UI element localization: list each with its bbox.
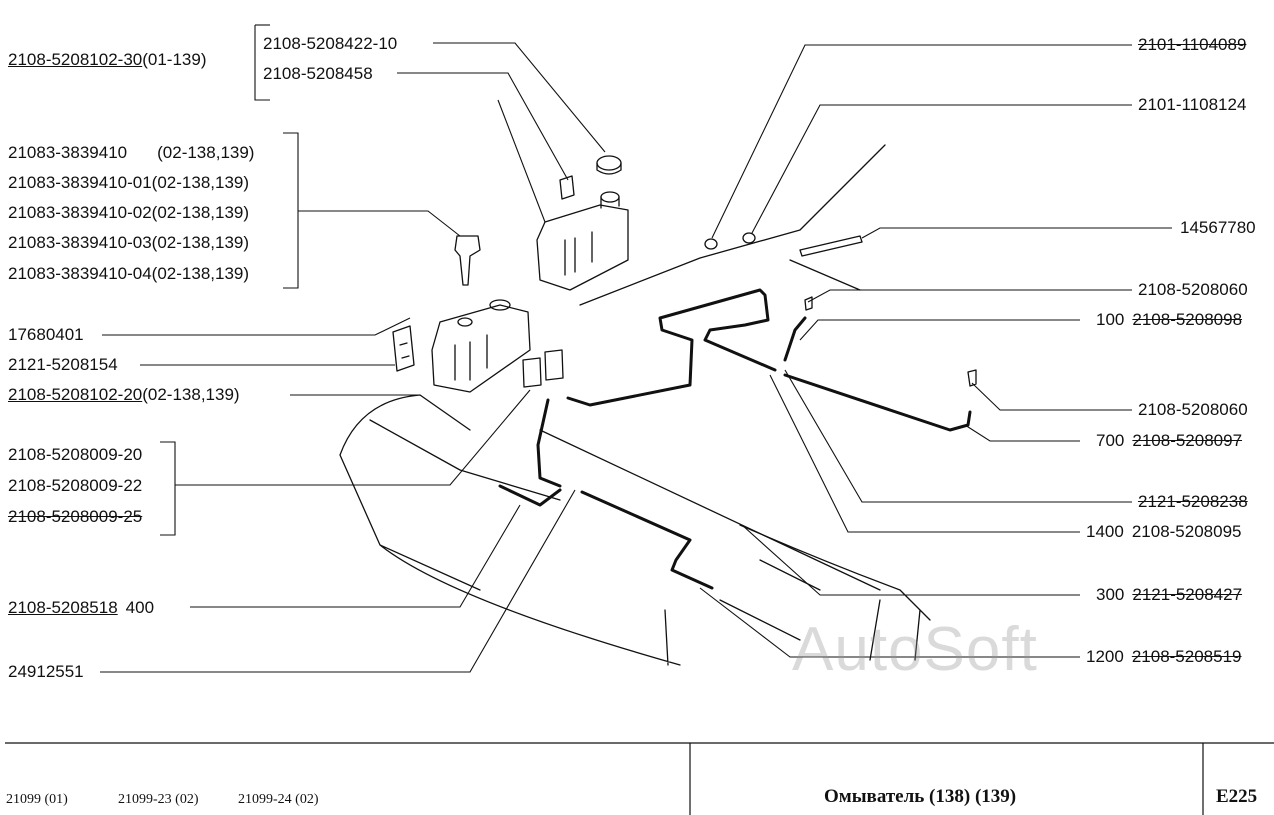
hood-line xyxy=(579,144,886,306)
hose-small xyxy=(498,484,562,507)
label-reservoir-20-num: 2108-5208102-20 xyxy=(8,385,143,404)
level-sensor xyxy=(454,235,481,286)
footer-page-code: E225 xyxy=(1216,786,1258,807)
hose-front xyxy=(536,398,714,590)
label-hose-098-qty: 100 xyxy=(1096,310,1125,329)
footer-model-2: 21099-23 (02) xyxy=(118,792,199,807)
label-2121-5208154: 2121-5208154 xyxy=(8,355,118,374)
label-hose-095-num: 2108-5208095 xyxy=(1131,522,1242,541)
label-2101-1108124: 2101-1108124 xyxy=(1138,95,1247,114)
watermark: AutoSoft xyxy=(792,615,1038,684)
hood-edge xyxy=(789,259,861,291)
car-body-outline xyxy=(339,394,931,666)
reservoir-lower xyxy=(431,304,531,393)
label-sensor-2: 21083-3839410-01(02-138,139) xyxy=(8,173,250,192)
label-17680401: 17680401 xyxy=(8,325,84,344)
footer-model-3: 21099-24 (02) xyxy=(238,792,319,807)
hose-side xyxy=(783,373,972,432)
footer-model-1: 21099 (01) xyxy=(6,792,68,807)
label-sensor-1-suffix: (02-138,139) xyxy=(157,143,255,162)
filler-cap xyxy=(596,155,622,171)
label-hose-097: 700 2108-5208097 xyxy=(1096,431,1242,451)
label-hose-098-num: 2108-5208098 xyxy=(1132,310,1243,329)
wiper-arm-part xyxy=(799,235,863,257)
label-sensor-1: 21083-3839410 (02-138,139) xyxy=(8,143,254,163)
label-hose-095-qty: 1400 xyxy=(1086,522,1124,541)
pump-2 xyxy=(544,349,564,381)
nozzle-2 xyxy=(742,232,756,244)
label-hose-519-num: 2108-5208519 xyxy=(1131,647,1242,666)
label-24912551: 24912551 xyxy=(8,662,84,681)
nozzle-1 xyxy=(704,238,718,250)
label-hose-427-num: 2121-5208427 xyxy=(1132,585,1243,604)
label-reservoir-20-suffix: (02-138,139) xyxy=(142,385,240,404)
label-hose-098: 100 2108-5208098 xyxy=(1096,310,1242,330)
label-2108-5208060-a: 2108-5208060 xyxy=(1138,280,1248,299)
label-hose-427: 300 2121-5208427 xyxy=(1096,585,1242,605)
label-14567780: 14567780 xyxy=(1180,218,1256,237)
hose-rear xyxy=(566,288,777,407)
label-reservoir-30-suffix: (01-139) xyxy=(142,50,207,69)
label-pump-2: 2108-5208009-22 xyxy=(8,476,143,495)
label-hose-518-qty: 400 xyxy=(125,598,155,617)
label-sensor-1-num: 21083-3839410 xyxy=(8,143,128,162)
label-top-2: 2108-5208458 xyxy=(263,64,373,83)
reservoir-upper xyxy=(536,204,629,291)
footer-title: Омыватель (138) (139) xyxy=(824,786,1017,807)
pump-1 xyxy=(522,357,542,388)
label-reservoir-30-num: 2108-5208102-30 xyxy=(8,50,143,69)
label-sensor-5: 21083-3839410-04(02-138,139) xyxy=(8,264,250,283)
label-sensor-4: 21083-3839410-03(02-138,139) xyxy=(8,233,250,252)
label-hose-427-qty: 300 xyxy=(1096,585,1125,604)
label-pump-1: 2108-5208009-20 xyxy=(8,445,143,464)
label-sensor-3: 21083-3839410-02(02-138,139) xyxy=(8,203,250,222)
label-hose-518: 2108-5208518 400 xyxy=(8,598,154,618)
label-hose-097-qty: 700 xyxy=(1096,431,1125,450)
label-reservoir-20: 2108-5208102-20(02-138,139) xyxy=(8,385,240,405)
label-pump-3: 2108-5208009-25 xyxy=(8,507,143,526)
label-reservoir-30: 2108-5208102-30(01-139) xyxy=(8,50,207,70)
label-hose-097-num: 2108-5208097 xyxy=(1132,431,1243,450)
label-hose-519-qty: 1200 xyxy=(1086,647,1124,666)
label-hose-519: 1200 2108-5208519 xyxy=(1086,647,1242,667)
label-2121-5208238: 2121-5208238 xyxy=(1138,492,1248,511)
label-hose-095: 1400 2108-5208095 xyxy=(1086,522,1242,542)
label-top-1: 2108-5208422-10 xyxy=(263,34,398,53)
bracket xyxy=(392,325,415,372)
label-hose-518-num: 2108-5208518 xyxy=(8,598,118,617)
label-2108-5208060-b: 2108-5208060 xyxy=(1138,400,1248,419)
label-2101-1104089: 2101-1104089 xyxy=(1138,35,1247,54)
